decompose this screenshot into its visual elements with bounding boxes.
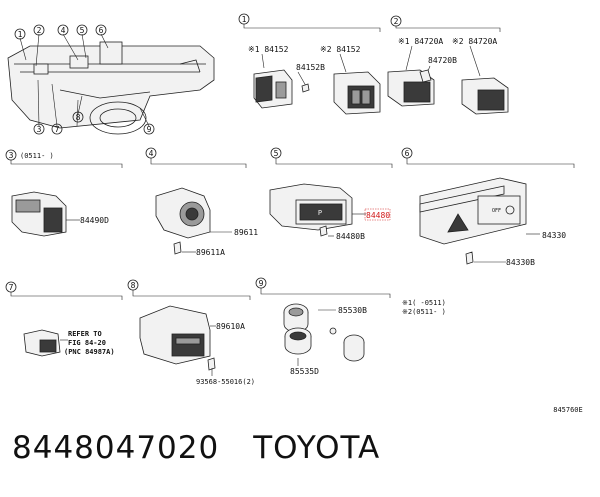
callout-3: 3 <box>33 123 45 135</box>
svg-text:P: P <box>318 209 322 217</box>
section-number: 5 <box>274 149 279 158</box>
refer-line: (PNC 84987A) <box>64 348 115 356</box>
callout-label: 1 <box>18 30 23 39</box>
refer-line: FIG 84-20 <box>68 339 106 347</box>
section-number: 4 <box>149 149 154 158</box>
section-number: 7 <box>9 283 14 292</box>
part-label: 84720B <box>428 56 457 65</box>
part-label: 85530B <box>338 306 367 315</box>
callout-1: 1 <box>14 28 26 40</box>
dashboard-overview: 1 2 3 4 5 6 7 8 9 <box>7 24 215 135</box>
part-number: 8448047020 <box>12 430 220 466</box>
section-1: 1 ※1 84152 ※2 84152 84152B <box>238 13 381 115</box>
callout-label: 7 <box>55 125 60 134</box>
part-label: 84330B <box>506 258 535 267</box>
section-6: 6 OFF 84330 84330B <box>401 147 575 267</box>
part-label: ※1 84720A <box>398 37 443 46</box>
part-label: ※2 84152 <box>320 45 361 54</box>
callout-label: 2 <box>37 26 42 35</box>
callout-label: 3 <box>37 125 42 134</box>
section-number: 2 <box>394 17 399 26</box>
section-4: 4 89611 89611A <box>145 147 258 257</box>
section-9: 9 85530B 85535D <box>255 277 391 376</box>
title-bar: 8448047020 TOYOTA <box>12 430 380 466</box>
part-label: 89610A <box>216 322 245 331</box>
callout-9: 9 <box>143 123 155 135</box>
callout-label: 9 <box>147 125 152 134</box>
part-label: 93568-55016(2) <box>196 378 255 386</box>
section-8: 8 89610A 93568-55016(2) <box>127 279 255 386</box>
part-label: 84152B <box>296 63 325 72</box>
section-3: 3 (0511- ) 84490D <box>5 149 123 237</box>
highlighted-part-label: 84480 <box>366 211 390 220</box>
refer-line: REFER TO <box>68 330 102 338</box>
part-label: ※1 84152 <box>248 45 289 54</box>
callout-5: 5 <box>76 24 88 36</box>
callout-4: 4 <box>57 24 69 36</box>
svg-text:OFF: OFF <box>492 208 501 214</box>
callout-label: 4 <box>61 26 66 35</box>
section-number: 1 <box>242 15 247 24</box>
part-label: 84480B <box>336 232 365 241</box>
section-number: 8 <box>131 281 136 290</box>
footnote: ※1( -0511) <box>402 299 446 307</box>
section-number: 6 <box>405 149 410 158</box>
callout-7: 7 <box>51 123 63 135</box>
section-note: (0511- ) <box>20 152 54 160</box>
callout-label: 6 <box>99 26 104 35</box>
section-7: 7 REFER TO FIG 84-20 (PNC 84987A) <box>5 281 123 357</box>
brand-name: TOYOTA <box>253 430 381 466</box>
figure-code: 845760E <box>553 406 583 414</box>
footnote: ※2(0511- ) <box>402 308 446 316</box>
callout-8: 8 <box>72 111 84 123</box>
callout-label: 8 <box>76 113 81 122</box>
section-5: 5 P 84480 84480B <box>269 147 393 241</box>
parts-diagram: 1 2 3 4 5 6 7 8 9 1 ※1 84152 ※2 84152 84… <box>5 13 583 414</box>
callout-6: 6 <box>95 24 107 36</box>
callout-2: 2 <box>33 24 45 36</box>
section-number: 9 <box>259 279 264 288</box>
section-number: 3 <box>9 151 14 160</box>
callout-label: 5 <box>80 26 85 35</box>
part-label: 89611A <box>196 248 225 257</box>
section-2: 2 ※1 84720A ※2 84720A 84720B <box>387 15 509 115</box>
part-label: 89611 <box>234 228 258 237</box>
part-label: 85535D <box>290 367 319 376</box>
part-label: 84490D <box>80 216 109 225</box>
part-label: ※2 84720A <box>452 37 497 46</box>
part-label: 84330 <box>542 231 566 240</box>
